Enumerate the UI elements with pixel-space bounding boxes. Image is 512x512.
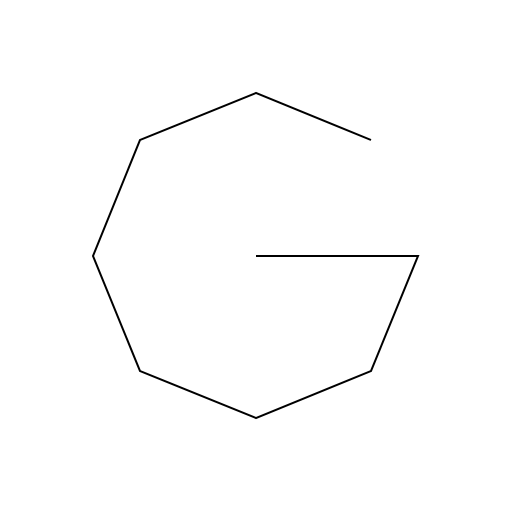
letter-g-stroke (91, 91, 420, 420)
